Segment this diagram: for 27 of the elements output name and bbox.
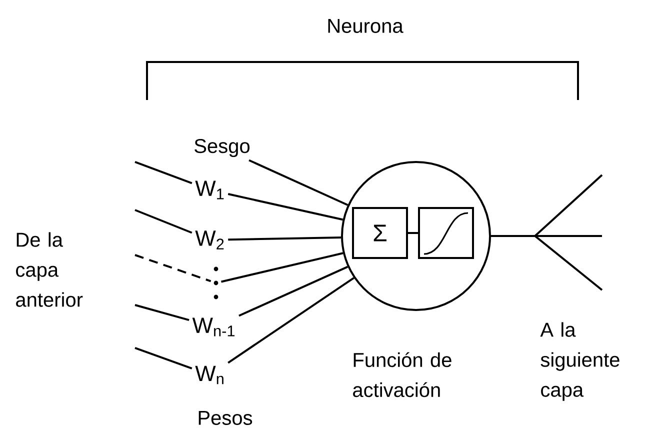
activation-box xyxy=(418,207,474,259)
connector-line xyxy=(220,252,344,283)
connector-line xyxy=(491,235,603,291)
weight-label: W$_{2}$ xyxy=(195,230,224,250)
output-label: A la siguiente capa xyxy=(540,322,620,401)
activation-label: Función de activación xyxy=(353,352,452,398)
side-label: De la capa anterior xyxy=(16,232,83,307)
connector-line xyxy=(134,304,190,321)
bias-label: Sesgo xyxy=(194,138,250,158)
weights-label: Pesos xyxy=(198,411,252,425)
connector-line xyxy=(134,209,192,234)
connector-line xyxy=(134,347,192,370)
connector-line xyxy=(228,193,344,221)
weight-label: W$_{n-1}$ xyxy=(192,318,234,336)
connector-line xyxy=(134,254,212,282)
connector-line xyxy=(228,236,342,241)
connector-line xyxy=(134,161,192,184)
weight-label: W$_{n}$ xyxy=(195,366,224,384)
ellipsis-dots xyxy=(214,266,218,300)
title: Neurona xyxy=(328,19,404,33)
neuron-circle xyxy=(341,161,491,311)
connector-line xyxy=(238,266,348,317)
weight-label: W$_{1}$ xyxy=(195,180,224,200)
connector-line xyxy=(248,159,348,206)
connector-line xyxy=(408,232,418,234)
connector-line xyxy=(228,277,354,364)
sum-box: Σ xyxy=(352,207,408,259)
